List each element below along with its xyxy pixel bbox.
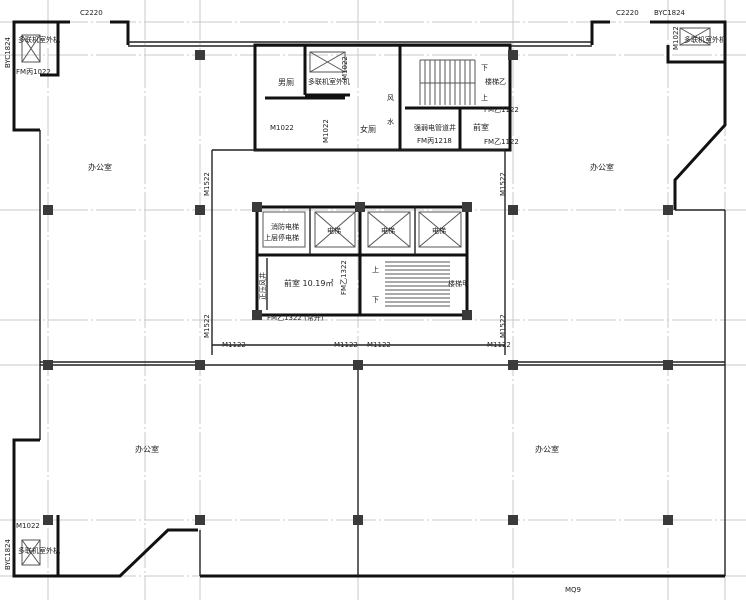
columns xyxy=(43,50,673,525)
structural-column xyxy=(508,360,518,370)
stair-direction: 上 xyxy=(372,265,379,274)
room-label: 楼梯乙 xyxy=(485,77,506,86)
structural-column xyxy=(252,310,262,320)
structural-column xyxy=(252,202,262,212)
door-label: M1022 xyxy=(672,26,680,50)
structural-column xyxy=(195,50,205,60)
exterior-walls xyxy=(12,20,727,578)
structural-column xyxy=(663,205,673,215)
door-label: M1122 xyxy=(334,341,358,349)
room-label: 多联机室外机 xyxy=(308,77,350,86)
curtain-wall-label: MQ9 xyxy=(565,586,581,594)
structural-column xyxy=(663,515,673,525)
structural-column xyxy=(508,515,518,525)
elevator-shaft xyxy=(314,211,356,248)
room-mens-wc: 男厕 xyxy=(278,78,294,87)
door-label: M1122 xyxy=(367,341,391,349)
door-label: M1122 xyxy=(487,341,511,349)
labels: C2220 C2220 BYC1824 BYC1824 BYC1824 MQ9 … xyxy=(4,9,726,594)
fire-elevator-shaft xyxy=(262,211,306,248)
room-label: 多联机室外机 xyxy=(18,546,60,555)
stair-direction: 下 xyxy=(372,296,379,304)
room-label: 多联机室外机 xyxy=(684,35,726,44)
door-label: FM乙1122 xyxy=(484,106,519,114)
shaft-label: 风 xyxy=(387,94,394,102)
room-office: 办公室 xyxy=(535,444,559,454)
room-office: 办公室 xyxy=(590,162,614,172)
door-label: FM乙1122 xyxy=(484,138,519,146)
window-label: BYC1824 xyxy=(4,538,12,570)
door-label: M1522 xyxy=(203,314,211,338)
stair-treads xyxy=(385,60,476,307)
door-label: M1022 xyxy=(322,119,330,143)
door-label: FM乙1322 xyxy=(340,260,348,295)
room-label: 前室 xyxy=(473,122,489,132)
room-label: 上层停电梯 xyxy=(264,233,299,242)
structural-column xyxy=(195,205,205,215)
elevator-shaft xyxy=(367,211,411,248)
room-label: 多联机室外机 xyxy=(18,35,60,44)
window-label: BYC1824 xyxy=(4,36,12,68)
door-label: M1022 xyxy=(341,56,349,80)
room-label: 电梯 xyxy=(327,226,341,235)
structural-column xyxy=(195,515,205,525)
window-label: C2220 xyxy=(80,9,103,17)
structural-column xyxy=(663,360,673,370)
structural-column xyxy=(195,360,205,370)
structural-column xyxy=(43,515,53,525)
structural-column xyxy=(355,202,365,212)
shaft-label: 水 xyxy=(387,117,394,126)
structural-column xyxy=(462,310,472,320)
room-label: 电梯 xyxy=(381,226,395,235)
door-label: M1022 xyxy=(16,522,40,530)
window-label: C2220 xyxy=(616,9,639,17)
structural-column xyxy=(462,202,472,212)
shaft-label: 正压风井 xyxy=(258,272,267,300)
elevator-shaft xyxy=(418,211,462,248)
door-label: M1022 xyxy=(270,124,294,132)
room-womens-wc: 女厕 xyxy=(360,124,376,134)
core-walls xyxy=(211,43,512,355)
door-label: FM丙1218 xyxy=(417,137,452,145)
window-label: BYC1824 xyxy=(654,9,686,17)
structural-column xyxy=(43,205,53,215)
stair-direction: 下 xyxy=(481,64,488,72)
structural-column xyxy=(508,50,518,60)
door-label: FM丙1022 xyxy=(16,68,51,76)
room-label: 强弱电管道井 xyxy=(414,123,456,132)
structural-column xyxy=(508,205,518,215)
room-office: 办公室 xyxy=(88,162,112,172)
room-label: 前室 10.19㎡ xyxy=(284,278,333,288)
room-label: 楼梯甲 xyxy=(448,279,469,288)
room-office: 办公室 xyxy=(135,444,159,454)
stair-direction: 上 xyxy=(481,93,488,102)
door-label: M1522 xyxy=(499,172,507,196)
door-label: M1522 xyxy=(499,314,507,338)
structural-column xyxy=(353,515,363,525)
room-label: 消防电梯 xyxy=(271,222,299,231)
room-label: 电梯 xyxy=(432,226,446,235)
door-label: FM乙1322 (常开) xyxy=(267,313,324,322)
door-label: M1522 xyxy=(203,172,211,196)
structural-column xyxy=(43,360,53,370)
door-label: M1122 xyxy=(222,341,246,349)
structural-column xyxy=(353,360,363,370)
elevator-shafts xyxy=(21,27,711,566)
